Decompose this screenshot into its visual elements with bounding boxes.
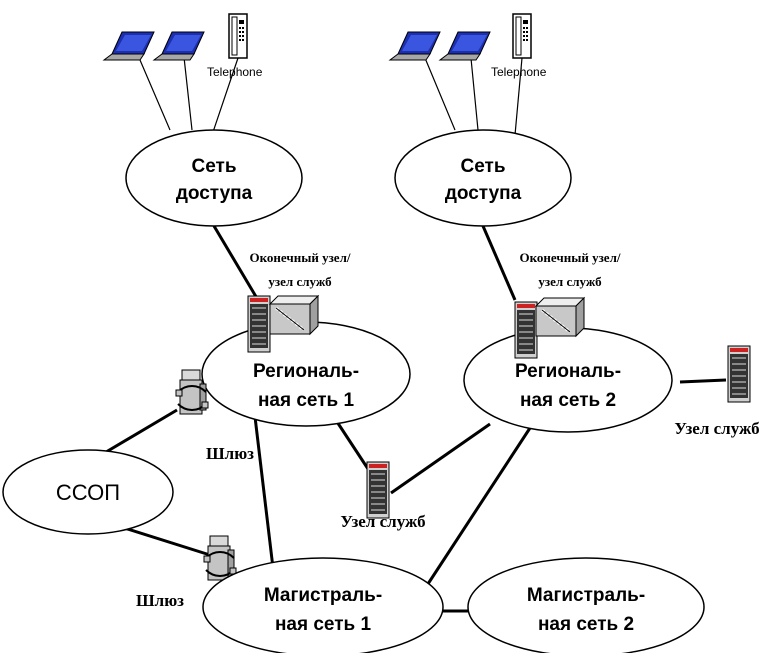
pstn-network (2, 449, 174, 535)
gateway-top-label: Шлюз (206, 444, 254, 463)
telephone-label: Telephone (491, 65, 547, 79)
access-network-left (125, 129, 303, 227)
gateway-bottom-label: Шлюз (136, 591, 184, 610)
backbone-network-2-line2: ная сеть 2 (538, 614, 634, 635)
pstn-label: ССОП (56, 480, 120, 505)
switch-icon (534, 296, 586, 338)
service-node-right-label: Узел служб (674, 419, 759, 438)
laptop-icon (103, 31, 155, 61)
backbone-network-1 (202, 557, 444, 653)
backbone-network-2-line1: Магистраль- (527, 585, 645, 606)
backbone-network-1-line1: Магистраль- (264, 585, 382, 606)
access-network-left-line1: Сеть (191, 156, 236, 177)
regional-network-1-line2: ная сеть 1 (258, 390, 355, 411)
edge-node-left-label-line1: Оконечный узел/ (250, 250, 351, 265)
access-network-right (394, 129, 572, 227)
access-network-left-line2: доступа (176, 183, 253, 204)
edge-node-right-label-line2: узел служб (538, 274, 602, 289)
regional-network-2-line1: Региональ- (515, 361, 621, 382)
access-network-right-line1: Сеть (460, 156, 505, 177)
switch-icon (268, 294, 320, 336)
regional-network-2-line2: ная сеть 2 (520, 390, 616, 411)
backbone-network-1-line2: ная сеть 1 (275, 614, 372, 635)
telephone-icon (228, 13, 248, 59)
telephone-icon (512, 13, 532, 59)
backbone-network-2 (467, 557, 705, 653)
edge-node-left-label-line2: узел служб (268, 274, 332, 289)
laptop-icon (153, 31, 205, 61)
gateway-icon (203, 535, 237, 581)
laptop-icon (439, 31, 491, 61)
server-rack-icon (366, 461, 390, 519)
edge-node-right-label-line1: Оконечный узел/ (520, 250, 621, 265)
server-rack-icon (514, 301, 538, 359)
server-rack-icon (727, 345, 751, 403)
access-network-right-line2: доступа (445, 183, 522, 204)
regional-network-1-line1: Региональ- (253, 361, 359, 382)
server-rack-icon (247, 295, 271, 353)
service-node-center-label: Узел служб (340, 512, 425, 531)
telephone-label: Telephone (207, 65, 263, 79)
laptop-icon (389, 31, 441, 61)
